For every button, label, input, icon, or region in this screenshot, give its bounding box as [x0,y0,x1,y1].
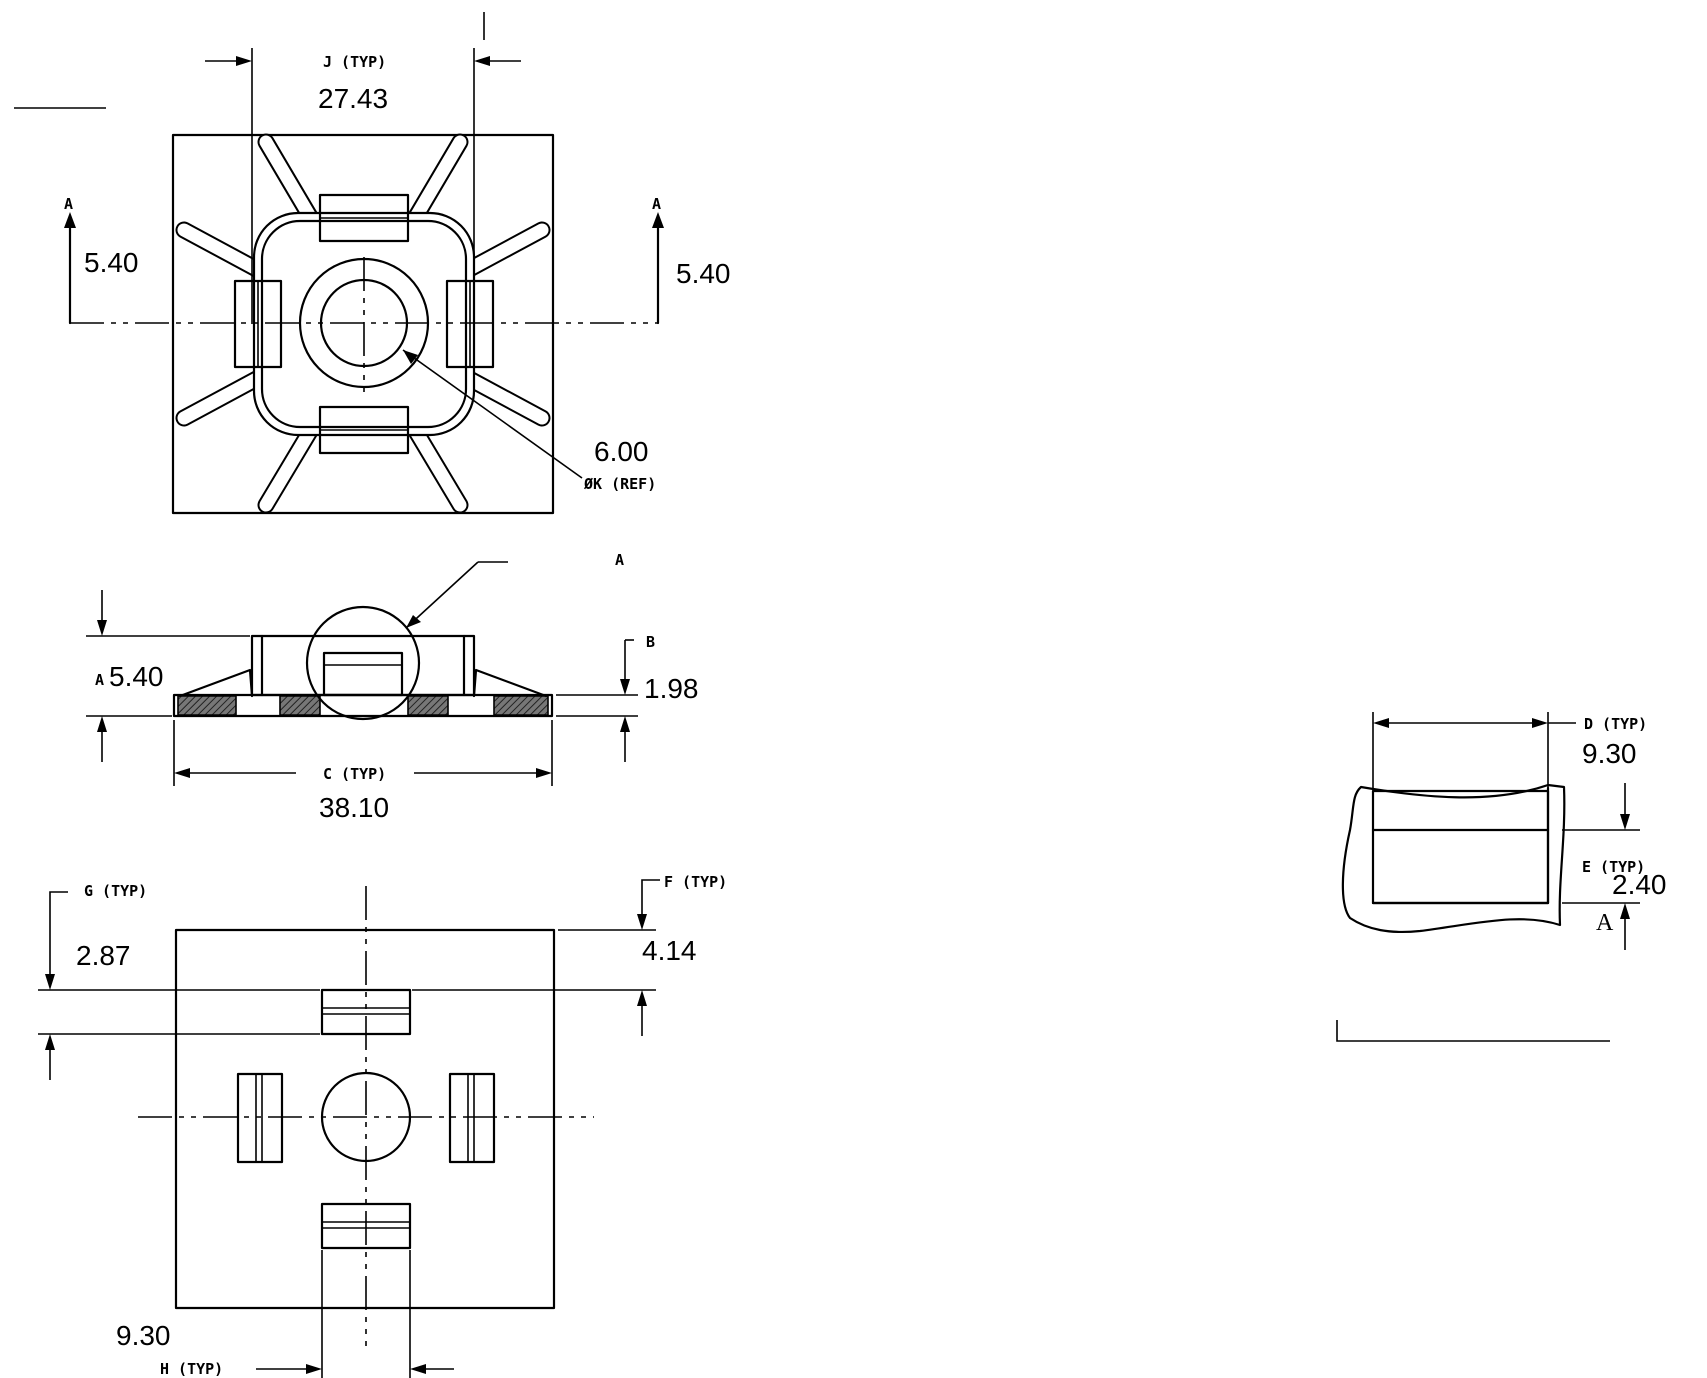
mounting-spokes [175,133,551,514]
dim-e-label: E (TYP) [1582,858,1645,876]
detail-callout-label: A [615,551,624,569]
dim-k-label: ØK (REF) [583,475,656,493]
side-view [86,561,638,786]
section-arrow-right-label: A [652,195,661,213]
stray-marks [14,12,1610,1042]
dim-g-label: G (TYP) [84,882,147,900]
section-arrow-left-label: A [64,195,73,213]
dim-g-value: 2.87 [76,940,131,971]
dim-k-value: 6.00 [594,436,649,467]
dim-a-label: A [95,671,104,689]
dim-f-value: 4.14 [642,935,697,966]
dim-a-left-value: 5.40 [84,247,139,278]
dim-b-label: B [646,633,655,651]
dim-b-value: 1.98 [644,673,699,704]
dim-d-label: D (TYP) [1584,715,1647,733]
detail-a-view [1341,712,1640,950]
dim-a-right-value: 5.40 [676,258,731,289]
dim-j-label: J (TYP) [323,53,386,71]
dim-j-value: 27.43 [318,83,388,114]
top-view [64,48,664,515]
dim-d-value: 9.30 [1582,738,1637,769]
dim-c-label: C (TYP) [323,765,386,783]
dim-c-value: 38.10 [319,792,389,823]
dim-h-label: H (TYP) [160,1360,223,1378]
dim-e-value: 2.40 [1612,869,1667,900]
bottom-view [38,879,660,1378]
detail-a-reference: A [1596,910,1614,936]
dim-f-label: F (TYP) [664,873,727,891]
dim-h-value: 9.30 [116,1320,171,1351]
dim-a-side-value: 5.40 [109,661,164,692]
